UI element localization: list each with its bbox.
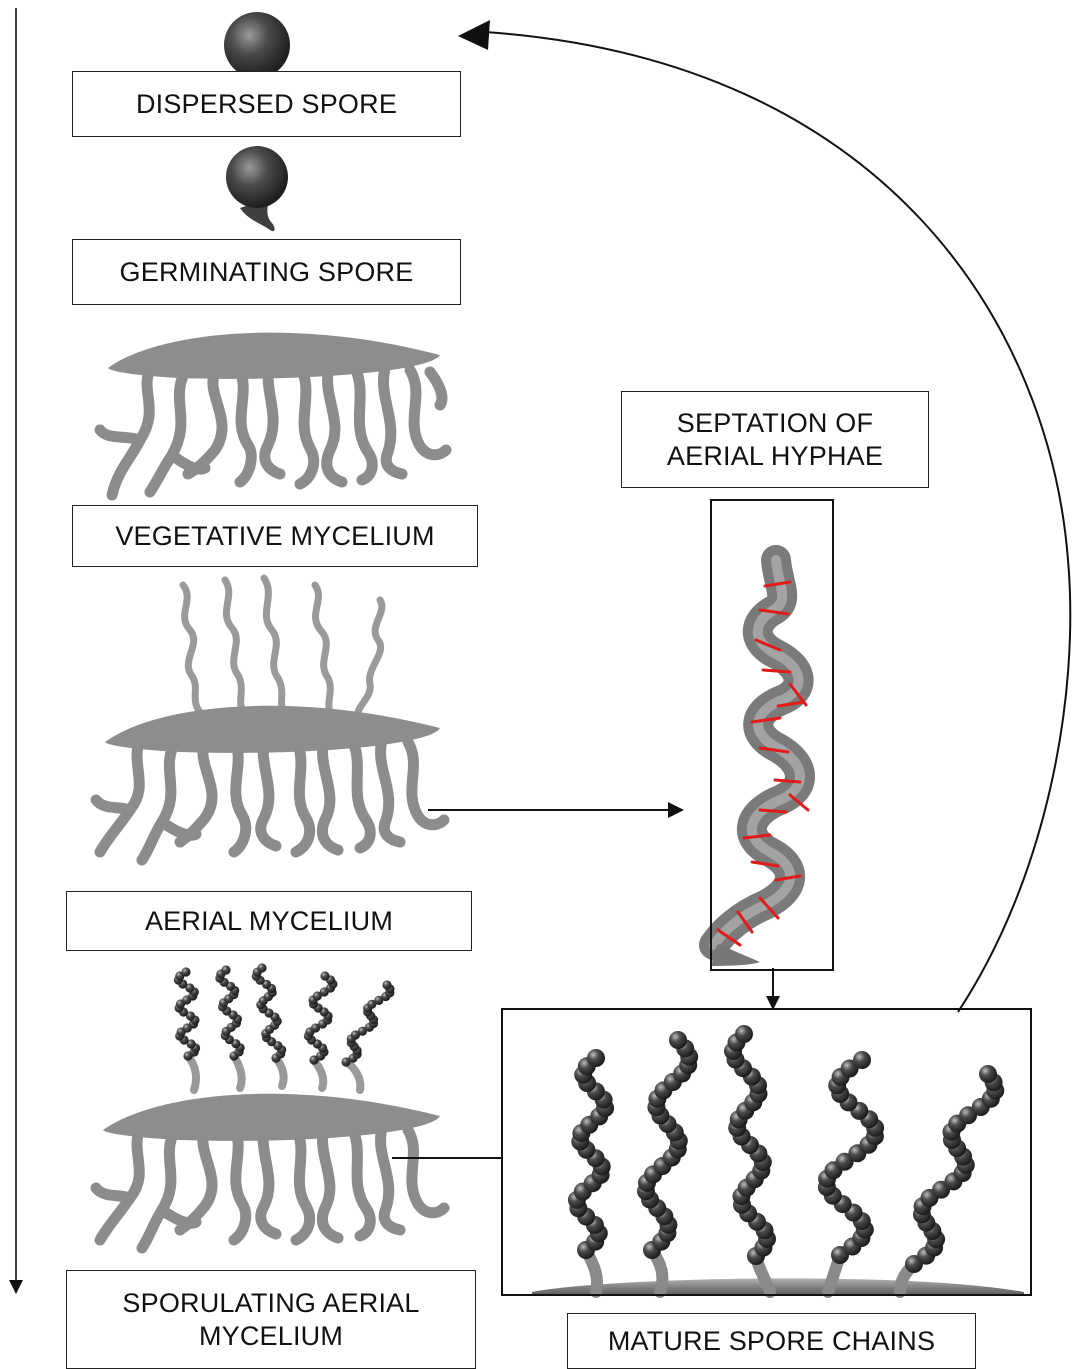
septation-frame [710,499,834,971]
aerial-to-septation-arrow [428,802,684,818]
label-sporulating-line1: SPORULATING AERIAL [122,1287,419,1320]
label-aerial-mycelium-text: AERIAL MYCELIUM [145,905,393,938]
spore-bead [382,980,391,989]
spore-bead [221,965,230,974]
label-vegetative-mycelium-text: VEGETATIVE MYCELIUM [115,520,434,553]
label-sporulating-aerial-mycelium: SPORULATING AERIAL MYCELIUM [66,1270,476,1369]
spore-bead [257,963,266,972]
label-septation-line2: AERIAL HYPHAE [667,440,883,473]
spore-bead [320,971,329,980]
label-sporulating-line2: MYCELIUM [199,1320,343,1353]
vegetative-mycelium-illustration [100,333,446,495]
aerial-mycelium-illustration [96,578,444,860]
sporulating-mycelium-illustration [96,963,444,1248]
septation-to-mature-arrow [766,968,780,1010]
label-mature-spore-chains-text: MATURE SPORE CHAINS [608,1325,935,1358]
label-germinating-spore: GERMINATING SPORE [72,239,461,305]
label-septation-line1: SEPTATION OF [677,407,873,440]
label-vegetative-mycelium: VEGETATIVE MYCELIUM [72,505,478,567]
mature-spore-chains-frame [501,1008,1032,1296]
dispersed-spore-illustration [224,12,290,78]
label-aerial-mycelium: AERIAL MYCELIUM [66,891,472,951]
germinating-spore-illustration [226,146,288,231]
label-mature-spore-chains: MATURE SPORE CHAINS [567,1313,976,1369]
timeline-arrow [9,8,23,1294]
label-germinating-spore-text: GERMINATING SPORE [120,256,414,289]
label-dispersed-spore: DISPERSED SPORE [72,71,461,137]
label-septation-aerial-hyphae: SEPTATION OF AERIAL HYPHAE [621,391,929,488]
label-dispersed-spore-text: DISPERSED SPORE [136,88,397,121]
spore-bead [181,967,190,976]
